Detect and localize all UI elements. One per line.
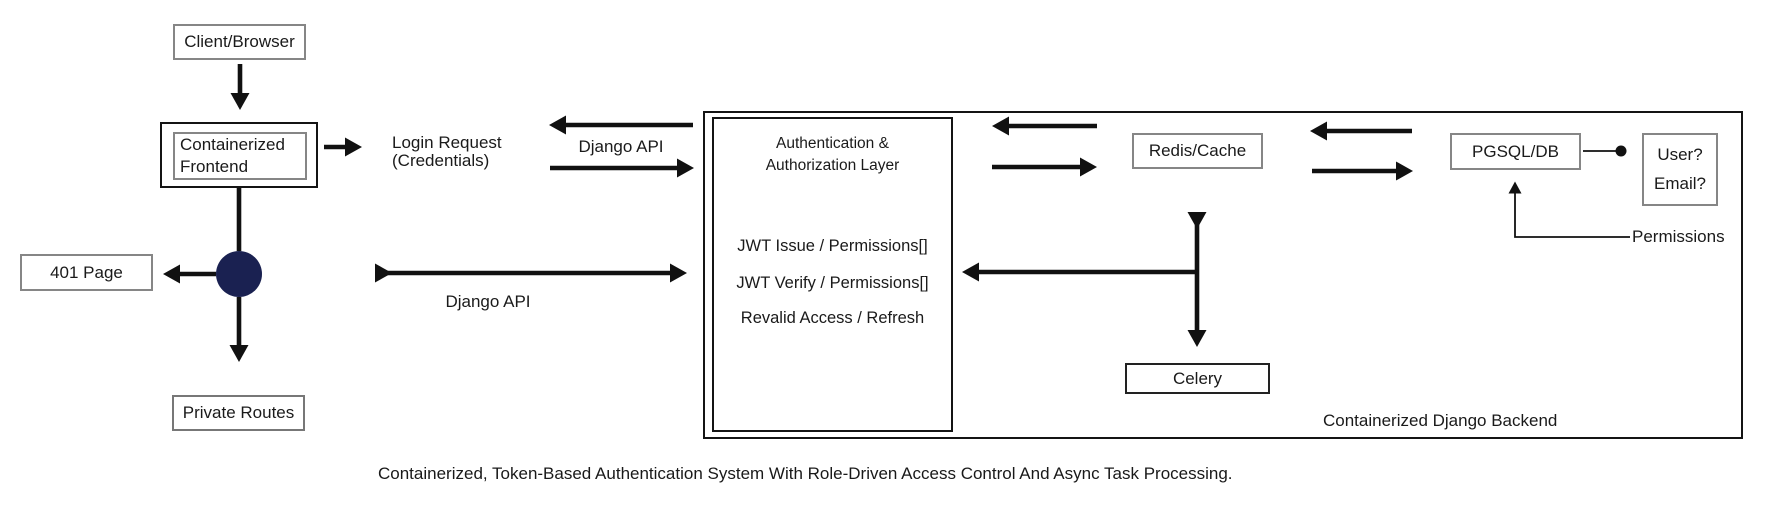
auth-item-revalid: Revalid Access / Refresh (740, 309, 925, 327)
client-browser-label: Client/Browser (184, 32, 295, 52)
celery-box: Celery (1125, 363, 1270, 394)
permissions-label: Permissions (1632, 227, 1725, 246)
containerized-frontend-box: Containerized Frontend (160, 122, 318, 188)
route-guard-circle (216, 251, 262, 297)
private-routes-box: Private Routes (172, 395, 305, 431)
page-401-label: 401 Page (50, 262, 123, 282)
auth-item-jwt-verify: JWT Verify / Permissions[] (736, 274, 929, 292)
django-api-bottom-label: Django API (445, 292, 531, 311)
auth-layer-title: Authentication & Authorization Layer (714, 133, 951, 178)
containerized-frontend-inner-box: Containerized Frontend (173, 132, 307, 180)
django-backend-box (703, 111, 1743, 439)
redis-cache-label: Redis/Cache (1148, 141, 1247, 161)
auth-title-line2: Authorization Layer (765, 157, 900, 175)
diagram-caption: Containerized, Token-Based Authenticatio… (378, 464, 1233, 483)
login-request-line2: (Credentials) (392, 151, 490, 170)
redis-cache-box: Redis/Cache (1132, 133, 1263, 169)
client-browser-box: Client/Browser (173, 24, 306, 60)
pgsql-db-label: PGSQL/DB (1472, 141, 1559, 161)
arrow-permissions-to-pgsql (1508, 181, 1630, 238)
user-email-box: User? Email? (1642, 133, 1718, 206)
celery-label: Celery (1172, 368, 1223, 388)
frontend-label-line1: Containerized (180, 134, 285, 154)
private-routes-label: Private Routes (182, 403, 295, 423)
auth-title-line1: Authentication & (776, 135, 889, 152)
pgsql-db-box: PGSQL/DB (1450, 133, 1581, 170)
email-label: Email? (1654, 174, 1706, 194)
auth-item-jwt-issue: JWT Issue / Permissions[] (737, 237, 928, 255)
page-401-box: 401 Page (20, 254, 153, 291)
login-request-label: Login Request (Credentials) (392, 134, 502, 170)
user-label: User? (1657, 144, 1703, 164)
frontend-label-line2: Frontend (180, 157, 249, 176)
connector-dot (1615, 145, 1627, 157)
auth-layer-box: Authentication & Authorization Layer JWT… (712, 117, 953, 432)
django-backend-label: Containerized Django Backend (1323, 411, 1558, 430)
login-request-line1: Login Request (392, 133, 502, 152)
django-api-top-label: Django API (578, 137, 664, 156)
